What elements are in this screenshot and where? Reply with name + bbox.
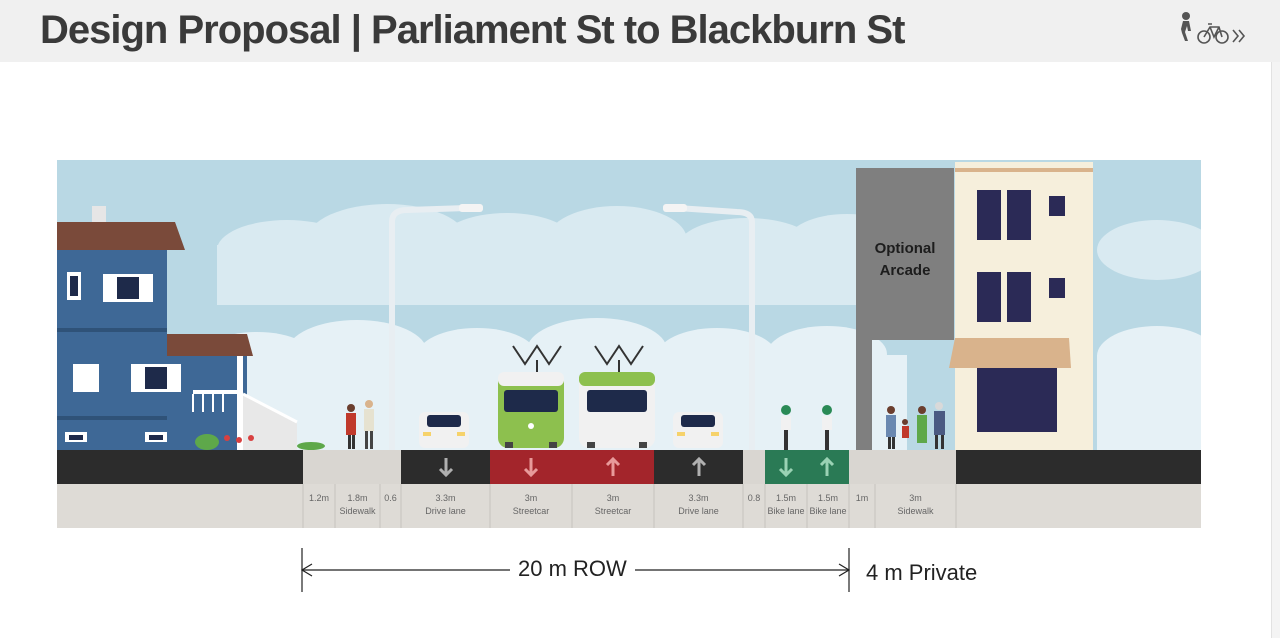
- dimension-dividers: [302, 484, 957, 528]
- segment-width: 3m: [909, 493, 922, 503]
- segment-width: 3.3m: [688, 493, 709, 503]
- arrow-up-icon: [605, 456, 621, 476]
- segment-name: Bike lane: [809, 506, 847, 516]
- streetcar-arrows: [523, 456, 621, 478]
- bicycle-icon: [1197, 23, 1229, 44]
- segment-width: 1.8m: [347, 493, 368, 503]
- segment-width: 1.5m: [817, 493, 838, 503]
- street-light-left: [389, 204, 483, 450]
- arrow-up-icon: [819, 456, 835, 476]
- segment-width: 3m: [606, 493, 620, 503]
- segment-width: 1.2m: [308, 493, 329, 503]
- segment-name: Sidewalk: [897, 506, 934, 516]
- segment-width: 0.6: [384, 493, 397, 503]
- row-dimension-line: [300, 548, 851, 592]
- street-light-right: [663, 204, 755, 450]
- street-cross-section: [57, 160, 1201, 528]
- dimension-strip: [57, 484, 1201, 528]
- arrow-down-icon: [438, 458, 454, 478]
- segment-buffer-private: 1m: [849, 483, 875, 528]
- segment-width: 3.3m: [435, 493, 456, 503]
- private-label: 4 m Private: [866, 560, 978, 585]
- streetcar-left: [498, 344, 564, 448]
- scrollbar[interactable]: [1271, 62, 1280, 638]
- segment-width: 0.8: [747, 493, 761, 503]
- row-label: 20 m ROW: [510, 556, 635, 582]
- building-right: [949, 162, 1093, 450]
- arrow-down-icon: [523, 458, 539, 478]
- segment-name: Sidewalk: [339, 506, 376, 516]
- header-icons: [1181, 12, 1246, 44]
- segment-bike-lane-left: 1.5m Bike lane: [765, 483, 807, 528]
- house-left: [57, 206, 325, 450]
- cyclists: [781, 405, 832, 450]
- arrow-down-icon: [778, 458, 794, 478]
- bike-arrows: [778, 456, 835, 478]
- street-illustration: [57, 160, 1201, 528]
- streetcar-right: [579, 344, 655, 448]
- segment-name: Bike lane: [767, 506, 805, 516]
- segment-name: Streetcar: [594, 506, 632, 516]
- car-right: [673, 412, 723, 448]
- segment-streetcar-left: 3m Streetcar: [490, 483, 572, 528]
- segment-buffer-left: 0.6: [380, 483, 401, 528]
- segment-name: Drive lane: [678, 506, 719, 516]
- segment-sidewalk-right: 3m Sidewalk: [875, 483, 956, 528]
- header-bar: Design Proposal | Parliament St to Black…: [0, 0, 1280, 62]
- car-left: [419, 412, 469, 448]
- segment-sidewalk-buffer-left: 1.2m: [303, 483, 335, 528]
- arrow-up-icon: [691, 456, 707, 476]
- segment-name: Drive lane: [425, 506, 466, 516]
- segment-name: Streetcar: [512, 506, 550, 516]
- chevron-right-icon[interactable]: [1232, 29, 1246, 43]
- segment-streetcar-right: 3m Streetcar: [572, 483, 654, 528]
- ground-band: [57, 450, 1201, 484]
- pedestrians-left: [346, 400, 374, 449]
- segment-buffer-right: 0.8: [743, 483, 765, 528]
- pedestrian-icon: [1181, 12, 1191, 41]
- arcade-label: Optional Arcade: [874, 240, 936, 279]
- lane-arrows: [438, 456, 707, 478]
- segment-sidewalk-left: 1.8m Sidewalk: [335, 483, 380, 528]
- page-title: Design Proposal | Parliament St to Black…: [40, 8, 905, 52]
- segment-width: 3m: [524, 493, 538, 503]
- segment-bike-lane-right: 1.5m Bike lane: [807, 483, 849, 528]
- segment-drive-lane-left: 3.3m Drive lane: [401, 483, 490, 528]
- segment-drive-lane-right: 3.3m Drive lane: [654, 483, 743, 528]
- clouds: [217, 204, 1201, 305]
- pedestrians-right: [886, 402, 945, 449]
- arrow-right-icon: [838, 563, 851, 577]
- arcade: [856, 168, 954, 450]
- arrow-left-icon: [300, 563, 313, 577]
- segment-width: 1m: [855, 493, 869, 503]
- segment-width: 1.5m: [775, 493, 796, 503]
